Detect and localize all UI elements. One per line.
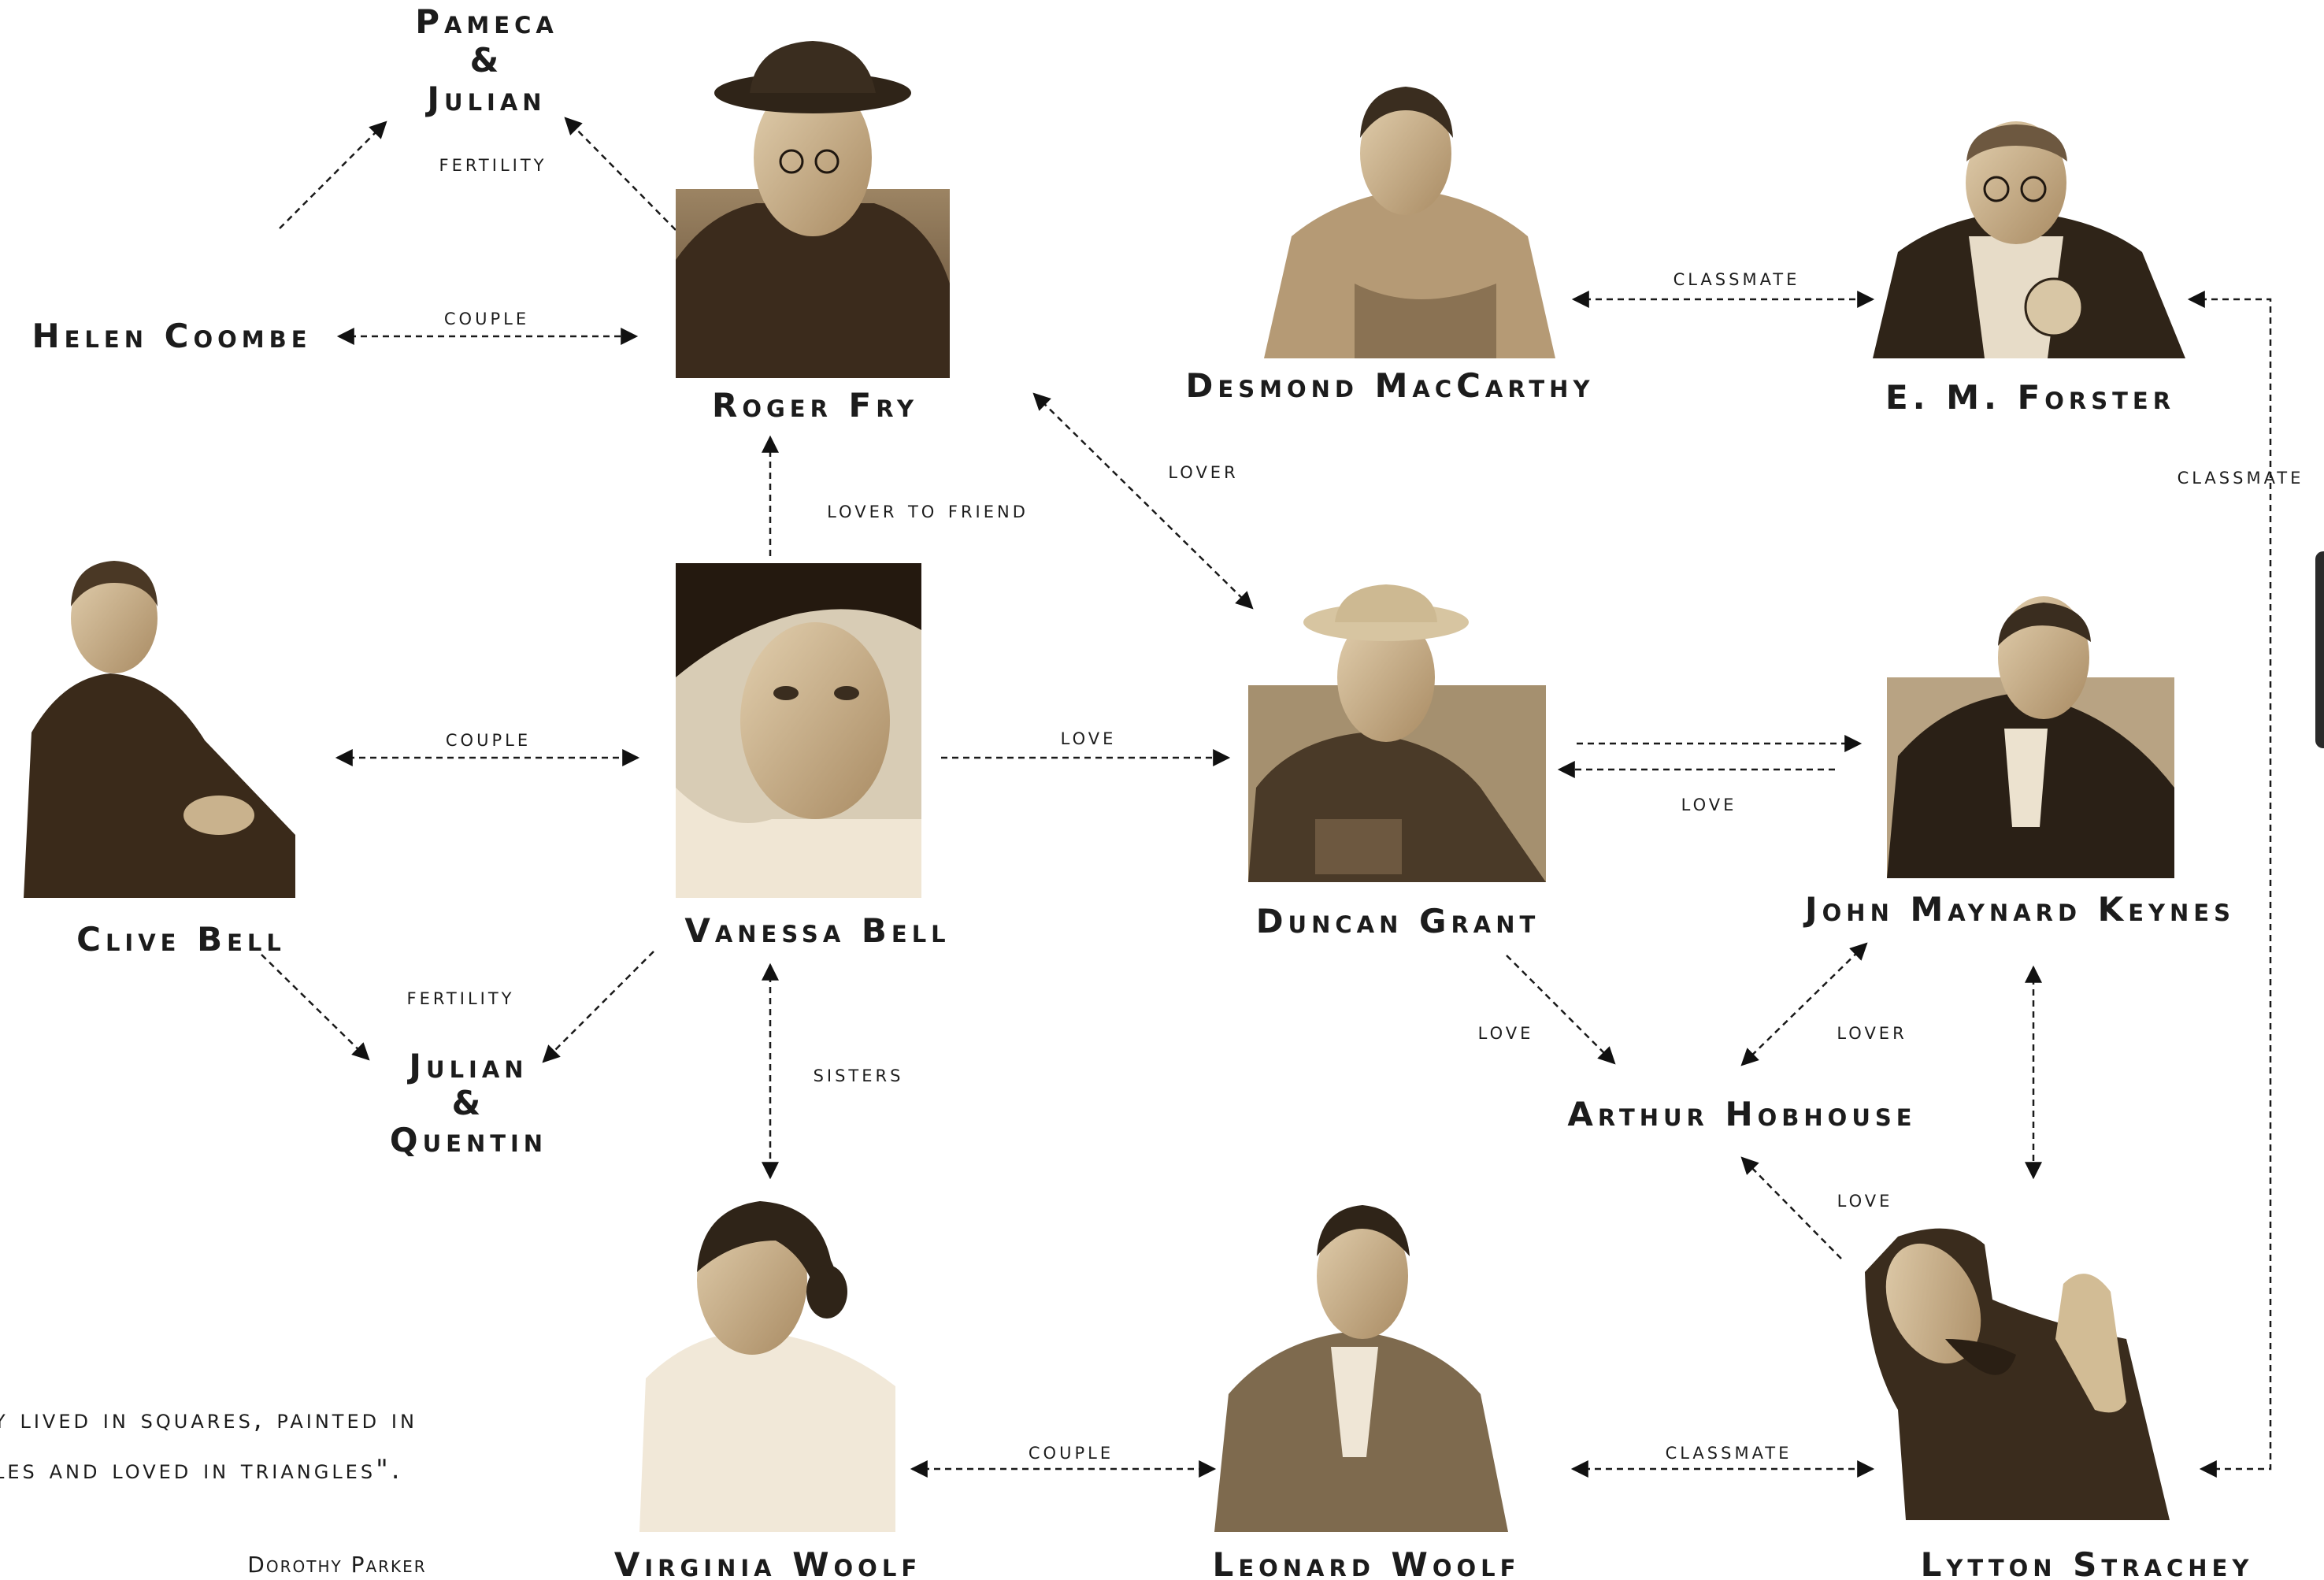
label-couple-fry-coombe: couple <box>443 303 530 331</box>
label-couple-virginia-leonard: couple <box>1028 1437 1114 1465</box>
label-lover-keynes-hobhouse: lover <box>1837 1018 1907 1045</box>
portrait-roger-fry <box>676 41 950 378</box>
label-sisters: sisters <box>813 1060 904 1088</box>
name-virginia-woolf: Virginia Woolf <box>613 1545 922 1580</box>
arrow-fry-grant <box>1032 392 1254 610</box>
arrow-clive-to-children <box>261 954 370 1061</box>
portrait-em-forster <box>1873 121 2185 358</box>
label-classmate-forster-strachey: classmate <box>2177 462 2304 490</box>
relation-arrows <box>261 117 2272 1478</box>
arrow-vanessa-to-children <box>542 951 654 1063</box>
quote-line-2: les and loved in triangles". <box>0 1454 403 1485</box>
arrow-strachey-to-hobhouse <box>1740 1156 1842 1259</box>
child-ampersand: & <box>451 1084 486 1123</box>
child-name-julian: Julian <box>427 80 547 119</box>
name-arthur-hobhouse: Arthur Hobhouse <box>1567 1095 1917 1133</box>
label-fertility-top: fertility <box>439 150 547 177</box>
child-name-pameca: Pameca <box>415 2 558 41</box>
arrow-duncan-to-hobhouse <box>1506 955 1616 1065</box>
name-leonard-woolf: Leonard Woolf <box>1212 1545 1521 1580</box>
arrow-fry-to-children <box>564 117 676 231</box>
label-classmate-leonard-strachey: classmate <box>1665 1437 1792 1465</box>
portrait-desmond-maccarthy <box>1264 87 1555 358</box>
portrait-virginia-woolf <box>639 1193 895 1532</box>
arrow-coombe-to-children <box>279 121 387 229</box>
label-love-strachey-hobhouse: love <box>1837 1185 1893 1213</box>
portrait-vanessa-bell <box>676 563 921 898</box>
name-lytton-strachey: Lytton Strachey <box>1920 1545 2254 1580</box>
portrait-john-maynard-keynes <box>1887 596 2174 878</box>
name-clive-bell: Clive Bell <box>76 920 286 959</box>
label-love-duncan-keynes: love <box>1681 789 1737 817</box>
name-john-maynard-keynes: John Maynard Keynes <box>1805 890 2235 929</box>
quote-author: Dorothy Parker <box>247 1552 427 1578</box>
name-roger-fry: Roger Fry <box>712 386 918 425</box>
portrait-leonard-woolf <box>1214 1205 1508 1532</box>
name-em-forster: E. M. Forster <box>1885 378 2176 417</box>
name-helen-coombe: Helen Coombe <box>32 317 312 355</box>
children-pameca-julian: Pameca & Julian <box>415 3 558 117</box>
quote-text: y lived in squares, painted in les and l… <box>0 1394 417 1495</box>
label-lover-to-friend: lover to friend <box>827 496 1029 524</box>
arrow-forster-strachey <box>2187 291 2272 1478</box>
child-name-julian: Julian <box>409 1047 528 1085</box>
label-classmate-maccarthy-forster: classmate <box>1673 264 1800 291</box>
portrait-clive-bell <box>24 561 295 898</box>
quote-line-1: y lived in squares, painted in <box>0 1404 417 1435</box>
name-desmond-maccarthy: Desmond MacCarthy <box>1185 366 1595 405</box>
arrow-keynes-hobhouse <box>1740 942 1868 1066</box>
label-love-duncan-hobhouse: love <box>1477 1018 1534 1045</box>
child-ampersand: & <box>469 41 504 80</box>
name-vanessa-bell: Vanessa Bell <box>684 911 951 950</box>
label-fertility-bottom: fertility <box>406 983 515 1011</box>
name-duncan-grant: Duncan Grant <box>1255 902 1540 940</box>
cropped-edge-element <box>2315 551 2324 748</box>
children-julian-quentin: Julian & Quentin <box>390 1048 547 1159</box>
child-name-quentin: Quentin <box>389 1121 548 1160</box>
portrait-duncan-grant <box>1248 584 1546 882</box>
label-lover-fry-grant: lover <box>1168 457 1239 484</box>
label-love-vanessa-duncan: love <box>1060 723 1117 751</box>
portrait-lytton-strachey <box>1865 1228 2170 1520</box>
label-couple-clive-vanessa: couple <box>445 725 532 752</box>
